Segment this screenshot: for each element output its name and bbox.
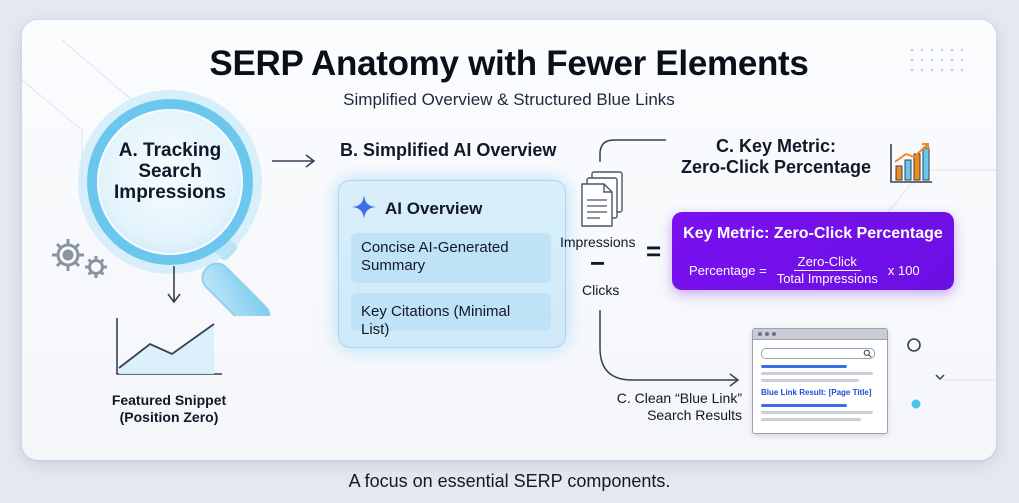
window-dot [758, 332, 762, 336]
ai-summary-line2: Summary [361, 257, 426, 274]
blue-link-result-title: Blue Link Result: [Page Title] [761, 388, 872, 397]
formula-numerator: Zero-Click [793, 254, 861, 271]
magnifier-icon [78, 90, 271, 316]
tracking-label: A. Tracking Search Impressions [110, 140, 230, 203]
result-line [761, 372, 873, 375]
gear-icon [52, 239, 107, 278]
minus-sign: − [590, 248, 606, 278]
line-chart-icon [116, 318, 222, 375]
browser-title-bar [753, 329, 887, 340]
page-subtitle: Simplified Overview & Structured Blue Li… [343, 90, 675, 109]
featured-line2: (Position Zero) [119, 409, 219, 425]
ai-overview-panel: AI Overview Concise AI-Generated Summary… [338, 180, 566, 348]
zero-click-formula: Percentage = Zero-Click Total Impression… [689, 254, 920, 287]
diagram-card: SERP Anatomy with Fewer Elements Simplif… [22, 20, 996, 460]
connector-lines [599, 139, 740, 387]
tracking-label-line2: Search [138, 161, 202, 182]
key-citations-item: Key Citations (Minimal List) [351, 293, 551, 338]
sparkle-icon [352, 195, 376, 219]
chevron-down-icon [935, 374, 945, 381]
result-line [761, 404, 847, 407]
zero-click-metric-box: Key Metric: Zero-Click Percentage Percen… [672, 212, 954, 290]
tracking-label-line1: A. Tracking [118, 140, 222, 161]
formula-multiplier: x 100 [887, 263, 920, 278]
section-c-heading: C. Key Metric: Zero-Click Percentage [666, 136, 886, 178]
blue-link-results-label: C. Clean “Blue Link” Search Results [582, 390, 742, 424]
result-line [761, 418, 861, 421]
featured-line1: Featured Snippet [111, 392, 227, 408]
results-line2: Search Results [647, 407, 742, 423]
clicks-label: Clicks [582, 282, 620, 298]
result-line [761, 379, 859, 382]
search-icon [863, 349, 872, 358]
formula-prefix: Percentage = [689, 263, 767, 278]
tracking-label-line3: Impressions [114, 182, 226, 203]
section-c-line2: Zero-Click Percentage [680, 157, 872, 177]
results-line1: C. Clean “Blue Link” [616, 390, 742, 406]
browser-search-box [761, 348, 875, 359]
ai-summary-line1: Concise AI-Generated [361, 239, 509, 256]
accent-dot [911, 399, 921, 409]
browser-mockup: Blue Link Result: [Page Title] [752, 328, 888, 434]
result-line [761, 411, 873, 414]
formula-fraction: Zero-Click Total Impressions [773, 254, 882, 287]
arrow-down-icon [167, 266, 181, 304]
metric-box-title: Key Metric: Zero-Click Percentage [683, 225, 943, 242]
section-b-heading: B. Simplified AI Overview [340, 140, 557, 160]
featured-snippet-label: Featured Snippet (Position Zero) [94, 392, 244, 426]
section-c-line1: C. Key Metric: [715, 136, 837, 156]
bar-chart-icon [890, 143, 932, 183]
formula-denominator: Total Impressions [776, 271, 878, 286]
window-dot [772, 332, 776, 336]
page-caption: A focus on essential SERP components. [348, 471, 671, 491]
documents-icon [581, 171, 623, 227]
ai-overview-title: AI Overview [385, 199, 483, 218]
window-dot [765, 332, 769, 336]
arrow-right-icon [272, 154, 316, 168]
impressions-label: Impressions [560, 234, 636, 250]
ai-summary-item: Concise AI-Generated Summary [351, 233, 551, 283]
page-title: SERP Anatomy with Fewer Elements [209, 44, 809, 83]
result-line [761, 365, 847, 368]
equals-sign: = [646, 236, 662, 266]
outline-circle-icon [907, 338, 921, 352]
